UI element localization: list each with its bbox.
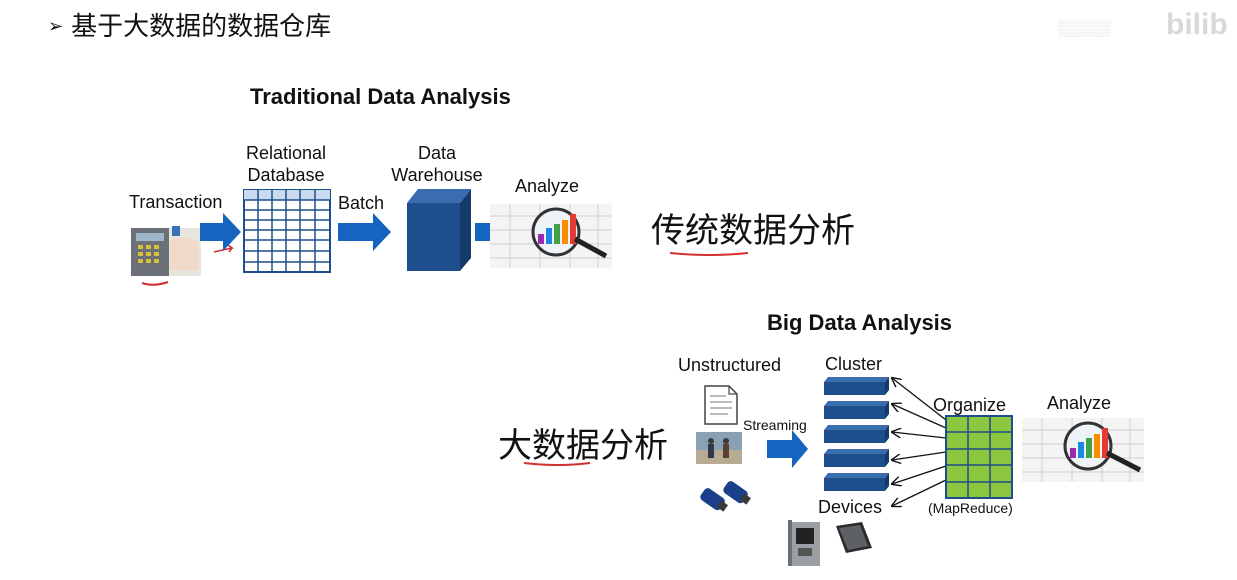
red-underline-bigdata <box>523 462 591 466</box>
card-terminal-icon <box>131 226 201 276</box>
photo-icon <box>696 432 742 464</box>
relational-database-table-icon <box>243 189 331 273</box>
watermark-blurred: ▒▒▒▒▒ <box>1058 20 1112 37</box>
relational-label-line2: Database <box>247 165 325 185</box>
document-icon <box>704 385 738 425</box>
traditional-cn-label: 传统数据分析 <box>651 211 855 251</box>
analyze-magnifier-chart-icon <box>490 204 612 268</box>
arrow-to-relational-db <box>200 213 241 251</box>
bullet-arrow-icon: ➢ <box>48 16 64 37</box>
organize-label: Organize <box>933 395 1007 415</box>
analyze-label-traditional: Analyze <box>515 176 580 196</box>
unstructured-label: Unstructured <box>678 355 782 375</box>
traditional-title: Traditional Data Analysis <box>250 84 511 109</box>
arrow-streaming <box>767 430 808 468</box>
analyze-magnifier-chart-icon-bigdata <box>1022 418 1144 482</box>
bigdata-cn-label: 大数据分析 <box>498 426 668 466</box>
slide-heading-text: 基于大数据的数据仓库 <box>71 12 332 42</box>
data-warehouse-label: Data Warehouse <box>384 142 490 186</box>
arrow-batch <box>338 213 391 251</box>
watermark-logo: bilib <box>1166 8 1228 41</box>
streaming-label: Streaming <box>743 417 807 433</box>
cluster-servers-icon <box>824 377 889 491</box>
bigdata-title: Big Data Analysis <box>767 310 953 335</box>
red-underline-transaction <box>141 281 169 286</box>
organize-grid-icon <box>945 415 1013 499</box>
mapreduce-arrows <box>892 378 947 506</box>
relational-label-line1: Relational <box>245 143 327 163</box>
analyze-label-bigdata: Analyze <box>1047 393 1112 413</box>
kiosk-device-icon <box>788 520 820 566</box>
relational-database-label: Relational Database <box>236 142 336 186</box>
warehouse-label-line1: Data <box>417 143 457 163</box>
transaction-label: Transaction <box>129 192 223 212</box>
red-underline-traditional <box>669 252 749 256</box>
smartphone-icon <box>836 522 872 553</box>
batch-label: Batch <box>338 193 385 213</box>
sensor-devices-icon <box>700 481 751 512</box>
slide-heading: ➢ 基于大数据的数据仓库 <box>48 6 331 43</box>
mapreduce-label: (MapReduce) <box>928 500 1013 516</box>
data-warehouse-cube-icon <box>407 189 471 271</box>
warehouse-label-line2: Warehouse <box>391 165 483 185</box>
devices-label: Devices <box>818 497 883 517</box>
cluster-label: Cluster <box>825 354 883 374</box>
